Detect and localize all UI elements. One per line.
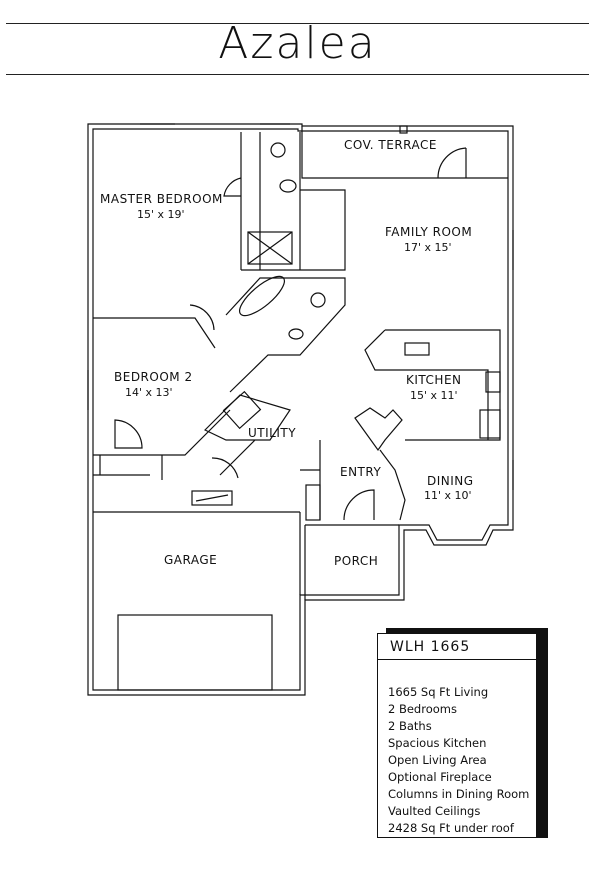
dining-partition (379, 449, 406, 521)
bedroom-hall-door (189, 304, 215, 331)
entry-door (343, 489, 375, 521)
room-label-utility: UTILITY (248, 426, 296, 440)
room-label-porch: PORCH (334, 554, 378, 568)
plan-code: WLH 1665 (378, 634, 536, 660)
shower-cross (247, 231, 293, 265)
hall-sink (288, 328, 304, 340)
feature-list: 1665 Sq Ft Living 2 Bedrooms 2 Baths Spa… (388, 684, 529, 837)
feature-item: 2 Bedrooms (388, 702, 457, 716)
room-label-family-room: FAMILY ROOM (385, 225, 472, 239)
feature-item: 2 Baths (388, 719, 432, 733)
entry-closet (305, 484, 321, 521)
washer-dryer (222, 390, 262, 430)
feature-item: 2428 Sq Ft under roof (388, 821, 514, 835)
bedroom2-closet (93, 455, 150, 476)
garage-door (117, 614, 273, 691)
master-sink (279, 179, 297, 193)
legend-box: WLH 1665 1665 Sq Ft Living 2 Bedrooms 2 … (377, 633, 537, 838)
kitchen-fridge (479, 409, 501, 439)
feature-item: Optional Fireplace (388, 770, 492, 784)
master-bath (241, 132, 346, 271)
room-size-master-bedroom: 15' x 19' (137, 208, 185, 221)
master-bedroom-wall (93, 132, 242, 349)
page-title: Azalea (218, 18, 377, 69)
room-label-master-bedroom: MASTER BEDROOM (100, 192, 223, 206)
kitchen-sink (404, 342, 430, 356)
room-label-dining: DINING (427, 474, 474, 488)
terrace-outline (301, 126, 508, 179)
title-rule-bottom (6, 74, 589, 75)
feature-item: Columns in Dining Room (388, 787, 530, 801)
kitchen-range (485, 371, 501, 393)
room-size-bedroom2: 14' x 13' (125, 386, 173, 399)
window (87, 123, 514, 490)
terrace-post (399, 125, 408, 134)
bedroom2-wall (93, 409, 231, 480)
utility-door (211, 457, 239, 479)
exterior-wall-inner (92, 128, 509, 691)
porch-outline (304, 524, 399, 600)
title-rule-top (6, 23, 589, 24)
feature-item: Vaulted Ceilings (388, 804, 481, 818)
room-size-kitchen: 15' x 11' (410, 389, 458, 402)
garage-step-hatch (195, 494, 229, 502)
room-label-kitchen: KITCHEN (406, 373, 462, 387)
room-label-bedroom2: BEDROOM 2 (114, 370, 193, 384)
garage-step (191, 490, 233, 506)
entry-wall (300, 440, 321, 520)
feature-item: Spacious Kitchen (388, 736, 487, 750)
master-door (223, 177, 242, 197)
room-label-garage: GARAGE (164, 553, 217, 567)
bedroom2-door (114, 419, 143, 449)
room-size-dining: 11' x 10' (424, 489, 472, 502)
hall-toilet (310, 292, 326, 308)
exterior-wall (87, 123, 514, 696)
hall-tub (239, 275, 285, 317)
master-toilet (270, 142, 286, 158)
feature-item: 1665 Sq Ft Living (388, 685, 489, 699)
garage-wall (93, 511, 301, 595)
room-label-cov-terrace: COV. TERRACE (344, 138, 437, 152)
room-label-entry: ENTRY (340, 465, 381, 479)
room-size-family-room: 17' x 15' (404, 241, 452, 254)
kitchen-island (354, 407, 403, 452)
terrace-door (437, 147, 467, 179)
master-shower (247, 231, 293, 265)
feature-item: Open Living Area (388, 753, 487, 767)
hall-bath (225, 277, 346, 393)
